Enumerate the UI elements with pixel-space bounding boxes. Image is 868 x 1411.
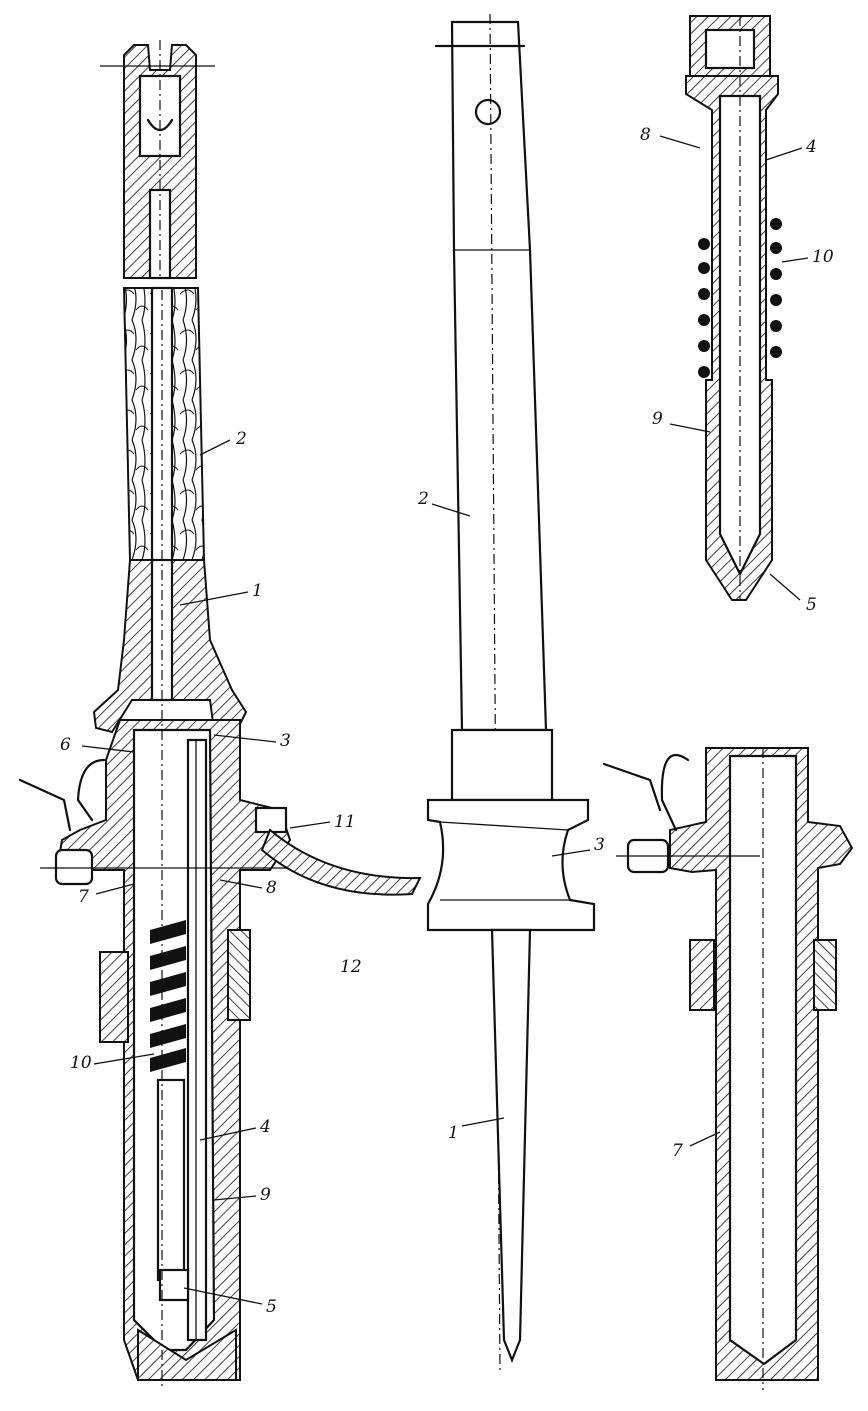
left-ferrule [92, 558, 248, 734]
left-main-body [40, 719, 292, 1381]
label-left-11: 11 [334, 812, 356, 832]
bottom-right-labels: 7 [672, 1131, 721, 1161]
label-middle-2: 2 [417, 489, 429, 509]
label-middle-1: 1 [448, 1123, 459, 1143]
label-left-9: 9 [260, 1185, 271, 1205]
left-hook [260, 828, 422, 896]
label-left-3: 3 [280, 731, 291, 751]
label-tr-9: 9 [652, 409, 663, 429]
label-left-4: 4 [259, 1117, 271, 1137]
label-left-12: 12 [340, 957, 362, 977]
top-right-spring [698, 218, 782, 378]
left-labels: 2 1 3 6 11 7 8 12 10 4 9 5 [60, 429, 362, 1317]
label-left-2: 2 [235, 429, 247, 449]
label-tr-5: 5 [806, 595, 817, 615]
top-right-labels: 8 4 10 9 5 [640, 125, 834, 615]
label-left-1: 1 [252, 581, 263, 601]
label-tr-10: 10 [812, 247, 834, 267]
label-br-7: 7 [672, 1141, 683, 1161]
left-top-cap [100, 40, 215, 280]
bottom-right-assembly [602, 747, 854, 1390]
label-middle-3: 3 [594, 835, 605, 855]
left-coil-spring [150, 920, 186, 1072]
left-wire-clip [18, 758, 106, 832]
label-left-8: 8 [266, 878, 277, 898]
label-left-7: 7 [78, 887, 89, 907]
middle-labels: 2 3 1 [417, 489, 605, 1143]
left-assembly [18, 40, 422, 1390]
label-left-10: 10 [70, 1053, 92, 1073]
top-right-assembly [685, 15, 782, 601]
label-left-5: 5 [266, 1297, 277, 1317]
label-tr-8: 8 [640, 125, 651, 145]
label-left-6: 6 [60, 735, 71, 755]
label-tr-4: 4 [805, 137, 817, 157]
middle-assembly [426, 13, 596, 1371]
